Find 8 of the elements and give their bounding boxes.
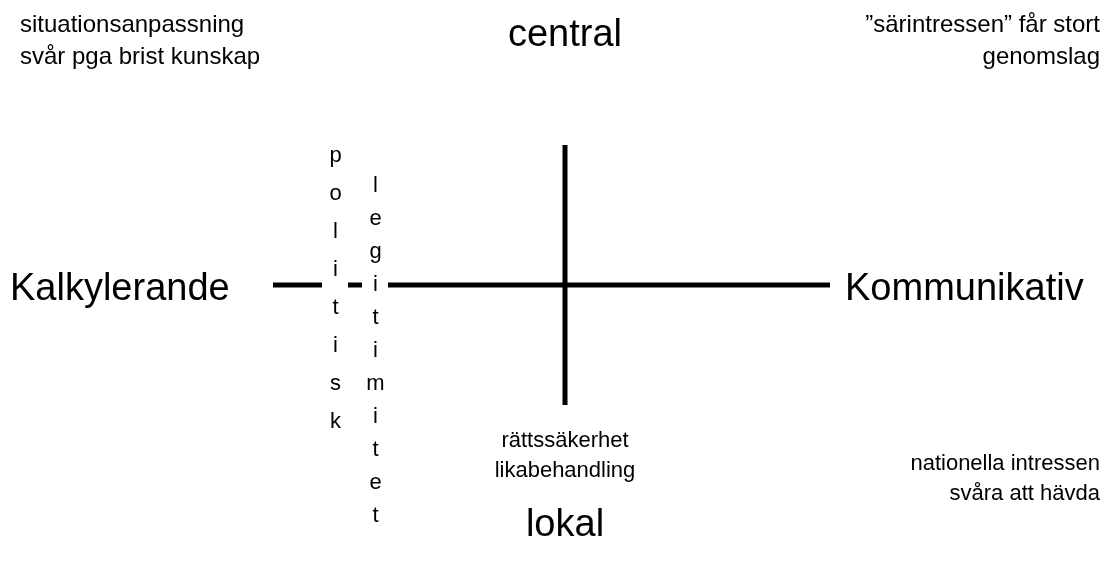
axis-label: lokal xyxy=(524,501,606,546)
axis-label: Kommunikativ xyxy=(845,265,1084,310)
axis-label: central xyxy=(506,11,624,56)
axis-label: Kalkylerande xyxy=(10,265,230,310)
quadrant-note: situationsanpassning svår pga brist kunskap xyxy=(20,9,262,72)
quadrant-note: nationella intressen svåra att hävda xyxy=(909,449,1100,507)
quadrant-note: ”särintressen” får stort genomslag xyxy=(864,9,1100,72)
quadrant-note: rättssäkerhet likabehandling xyxy=(493,426,637,484)
